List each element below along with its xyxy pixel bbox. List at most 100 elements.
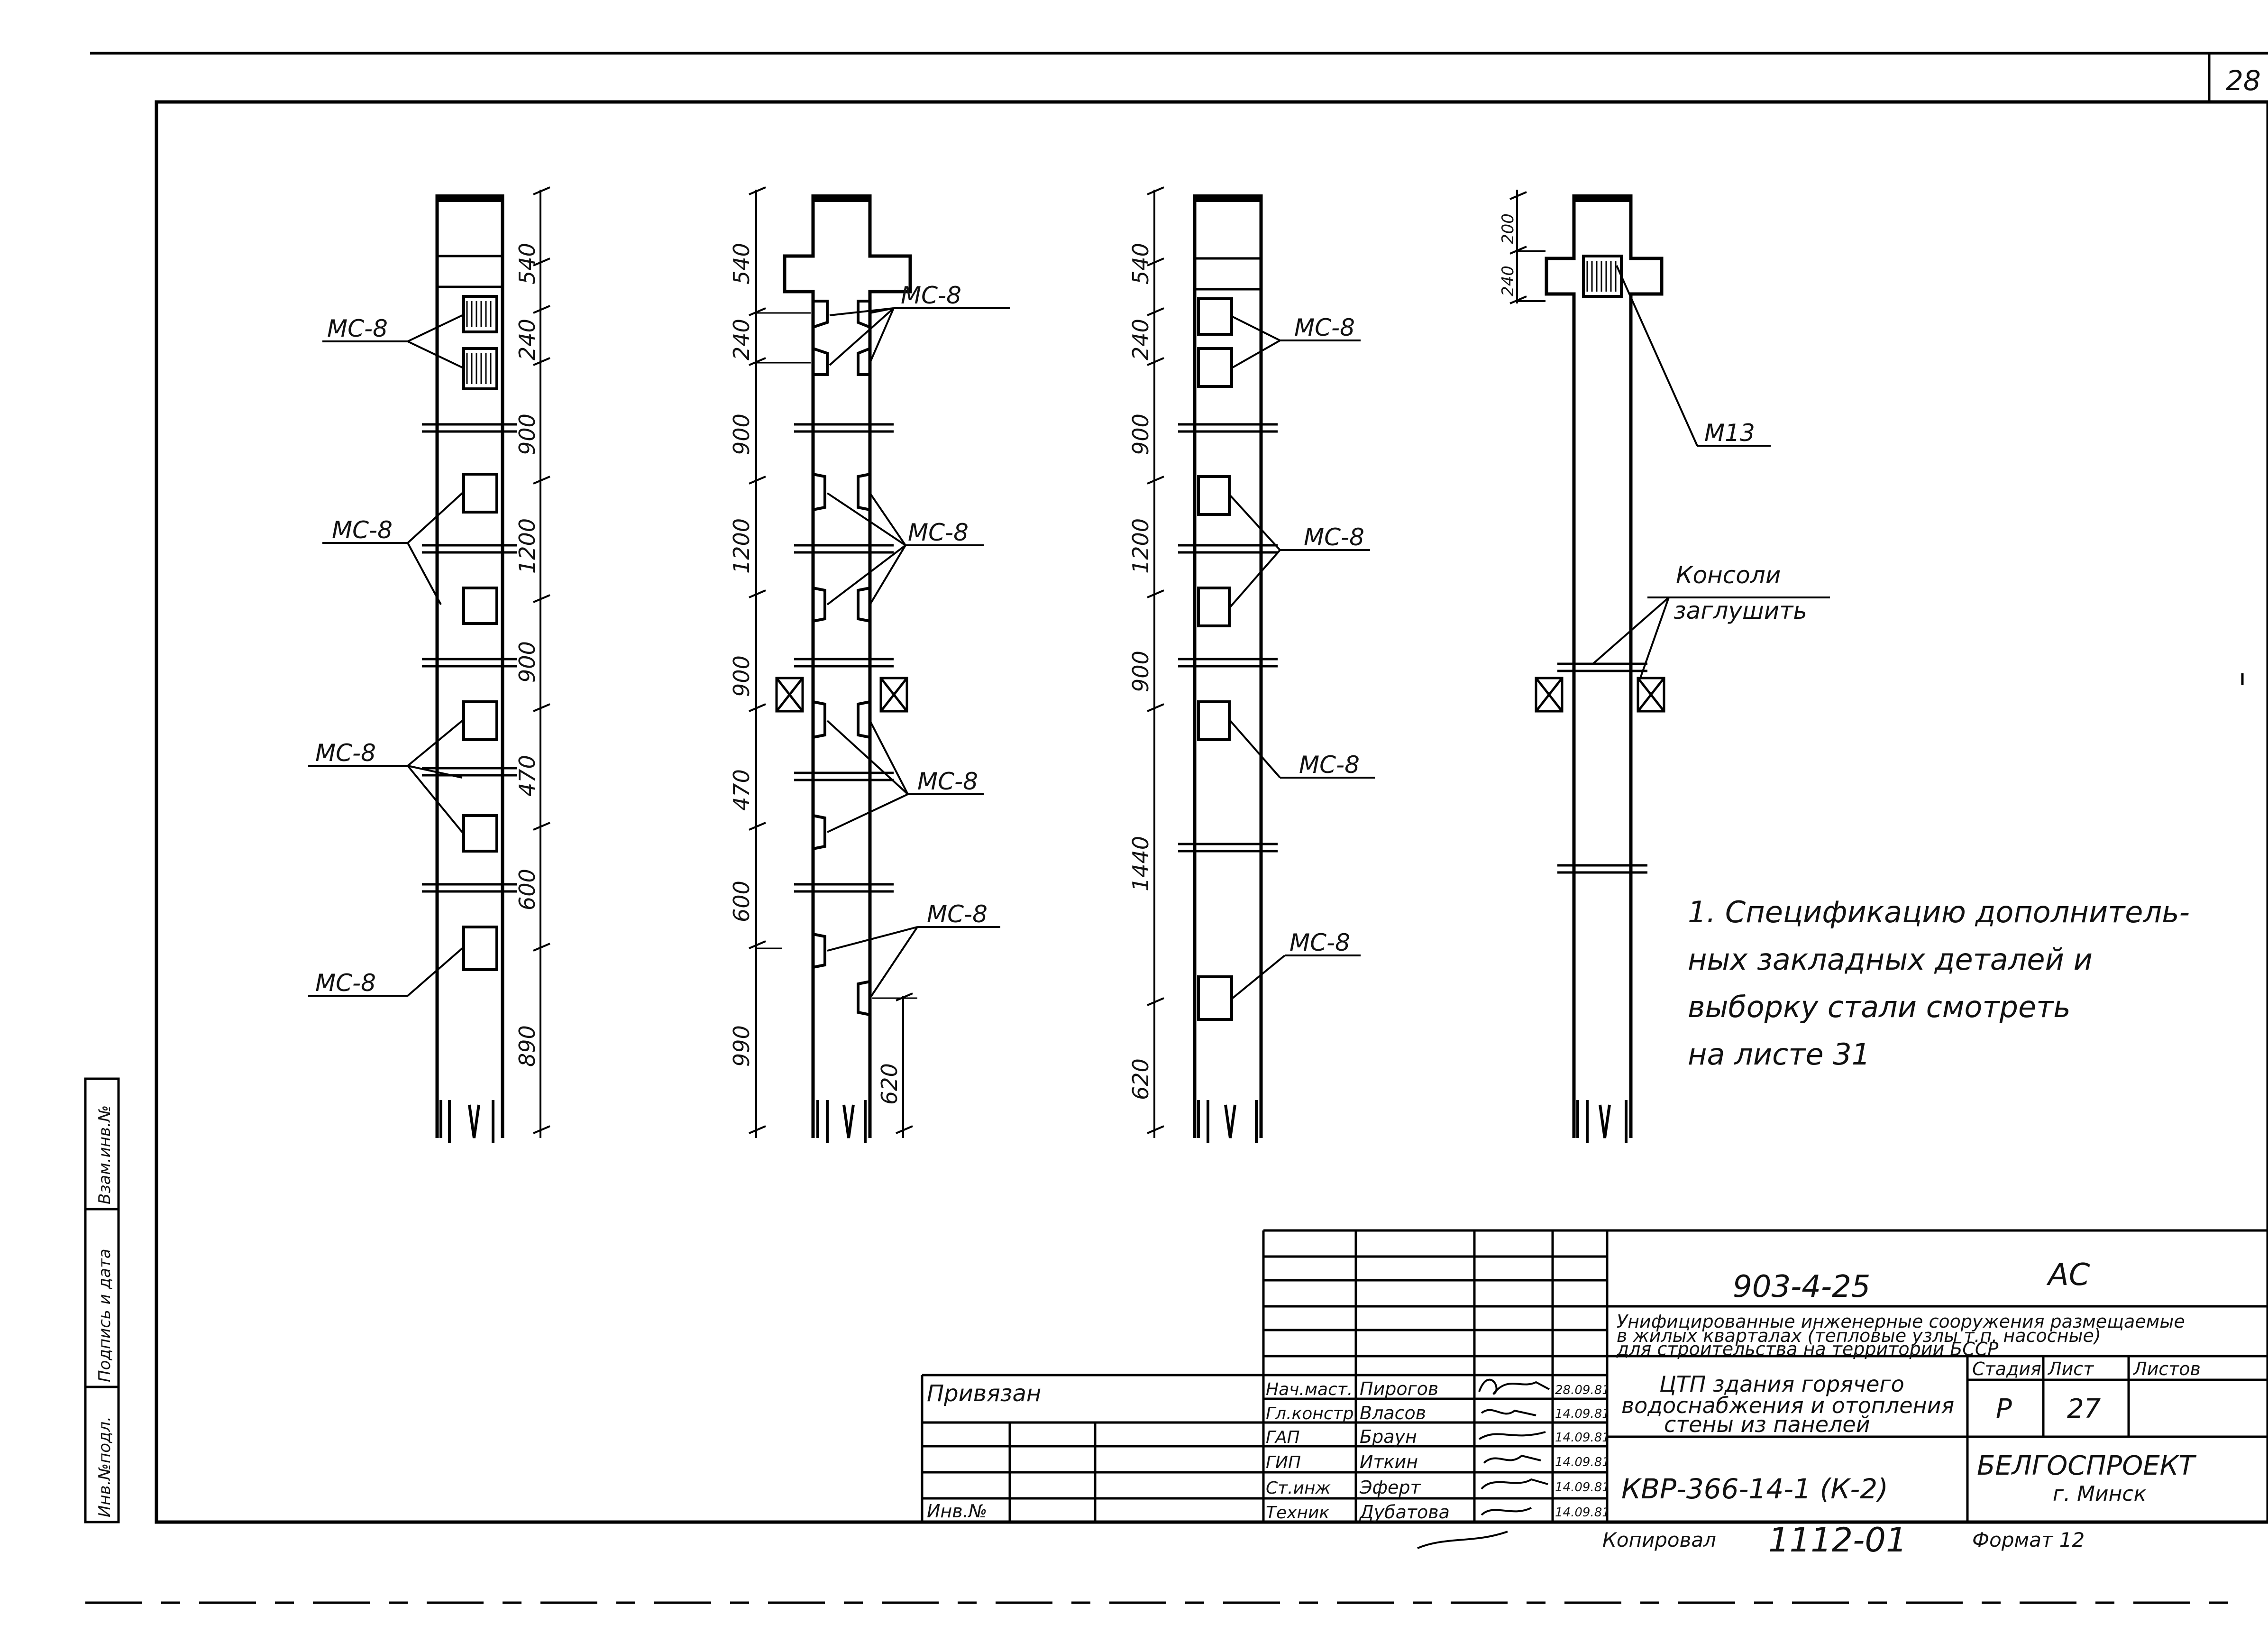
privyazan-label: Привязан bbox=[927, 1380, 1041, 1407]
column-4 bbox=[1509, 190, 1830, 1143]
signature-scribbles bbox=[1417, 1378, 1550, 1549]
person-name: Дубатова bbox=[1359, 1502, 1450, 1523]
column-1 bbox=[308, 186, 550, 1143]
embed-label: МС-8 bbox=[1299, 751, 1360, 779]
role-label: Гл.констр. bbox=[1266, 1404, 1359, 1423]
dim-label: 1200 bbox=[1128, 518, 1153, 574]
dim-label: 900 bbox=[514, 641, 540, 683]
embed-label: МС-8 bbox=[908, 519, 969, 546]
dim-label: 240 bbox=[729, 319, 754, 360]
consoles-note-line1: Консоли bbox=[1676, 561, 1781, 589]
embed-label: МС-8 bbox=[1294, 314, 1355, 341]
note-line: выборку стали смотреть bbox=[1688, 990, 2071, 1024]
sheet-value: 27 bbox=[2067, 1394, 2101, 1424]
title-block bbox=[921, 1229, 2268, 1522]
dim-label: 990 bbox=[729, 1025, 754, 1067]
dim-label: 900 bbox=[729, 655, 754, 697]
side-stamp-sign: Подпись и дата bbox=[95, 1248, 114, 1382]
sign-date: 14.09.81 bbox=[1555, 1455, 1610, 1469]
person-name: Пирогов bbox=[1360, 1378, 1438, 1399]
signature-names: Пирогов Власов Браун Иткин Эферт Дубатов… bbox=[1359, 1378, 1450, 1523]
embed-label: МС-8 bbox=[901, 282, 961, 309]
signature-roles: Нач.маст. Гл.констр. ГАП ГИП Ст.инж Техн… bbox=[1266, 1380, 1359, 1523]
note-line: 1. Спецификацию дополнитель- bbox=[1688, 895, 2190, 929]
column-3 bbox=[1147, 186, 1375, 1143]
m13-callout: М13 bbox=[1704, 419, 1755, 447]
sheet-title-line: стены из панелей bbox=[1664, 1412, 1870, 1437]
dim-label: 620 bbox=[1128, 1058, 1153, 1100]
copied-label: Копировал bbox=[1602, 1528, 1716, 1551]
embed-label: МС-8 bbox=[315, 969, 376, 997]
embed-label: МС-8 bbox=[927, 900, 988, 928]
sign-date: 14.09.81 bbox=[1555, 1505, 1610, 1520]
note-line: на листе 31 bbox=[1688, 1037, 1870, 1072]
column-1-dims: 540 240 900 1200 900 470 600 890 bbox=[514, 243, 540, 1067]
role-label: ГИП bbox=[1266, 1453, 1301, 1472]
embed-label: МС-8 bbox=[327, 315, 388, 342]
embed-plates bbox=[462, 295, 498, 971]
sheets-header: Листов bbox=[2132, 1358, 2201, 1379]
stage-header: Стадия bbox=[1972, 1358, 2041, 1379]
note-line: ных закладных деталей и bbox=[1688, 942, 2093, 977]
embed-label: МС-8 bbox=[315, 739, 376, 767]
role-label: ГАП bbox=[1266, 1428, 1300, 1447]
dim-label: 620 bbox=[877, 1063, 902, 1105]
drawing-frame bbox=[155, 100, 2268, 1524]
dim-label: 240 bbox=[1128, 319, 1153, 360]
dim-label: 240 bbox=[514, 319, 540, 360]
dim-label: 900 bbox=[729, 413, 754, 455]
person-name: Иткин bbox=[1360, 1451, 1418, 1472]
column-4-dims: 240 200 bbox=[1499, 213, 1518, 296]
dim-label: 900 bbox=[1128, 651, 1153, 692]
project-title-line: в жилых кварталах (тепловые узлы т.п. на… bbox=[1617, 1325, 2101, 1346]
sheet-title-line: водоснабжения и отопления bbox=[1621, 1393, 1954, 1418]
dim-label: 200 bbox=[1499, 213, 1518, 244]
project-title-line: для строительства на территории БССР bbox=[1616, 1339, 1998, 1359]
order-number: 1112-01 bbox=[1768, 1521, 1907, 1560]
dim-label: 540 bbox=[729, 243, 754, 285]
sign-date: 14.09.81 bbox=[1555, 1431, 1610, 1445]
section-code: АС bbox=[2046, 1257, 2090, 1293]
dim-label: 470 bbox=[514, 755, 540, 797]
dim-label: 600 bbox=[514, 869, 540, 910]
dim-label: 540 bbox=[514, 243, 540, 285]
side-stamp-inv: Инв.№подл. bbox=[95, 1416, 114, 1517]
column-2-dims: 540 240 900 1200 900 470 600 990 620 bbox=[729, 243, 902, 1105]
doc-code: КВР-366-14-1 (К-2) bbox=[1621, 1473, 1888, 1505]
dim-label: 1200 bbox=[729, 518, 754, 574]
dim-label: 1200 bbox=[514, 518, 540, 574]
person-name: Браун bbox=[1360, 1426, 1417, 1447]
dim-label: 600 bbox=[729, 881, 754, 922]
embed-label: МС-8 bbox=[332, 516, 393, 544]
signature-dates: 28.09.81 14.09.81 14.09.81 14.09.81 14.0… bbox=[1555, 1383, 1610, 1520]
dim-label: 470 bbox=[729, 769, 754, 811]
dim-label: 1440 bbox=[1128, 836, 1153, 891]
page-number: 28 bbox=[2226, 64, 2261, 97]
org-city: г. Минск bbox=[2053, 1482, 2147, 1506]
stage-value: Р bbox=[1996, 1394, 2012, 1424]
sign-date: 14.09.81 bbox=[1555, 1407, 1610, 1421]
sign-date: 14.09.81 bbox=[1555, 1480, 1610, 1495]
person-name: Эферт bbox=[1359, 1477, 1422, 1498]
consoles-note-line2: заглушить bbox=[1674, 597, 1807, 624]
dim-label: 900 bbox=[514, 413, 540, 455]
column-3-dims: 540 240 900 1200 900 1440 620 bbox=[1128, 243, 1153, 1100]
side-stamp-replace: Взам.инв.№ bbox=[95, 1105, 114, 1204]
sheet-header: Лист bbox=[2047, 1358, 2094, 1379]
project-title-line: Унифицированные инженерные сооружения ра… bbox=[1617, 1311, 2185, 1332]
dim-label: 540 bbox=[1128, 243, 1153, 285]
inv-no-label: Инв.№ bbox=[927, 1501, 987, 1522]
general-note: 1. Спецификацию дополнитель- ных закладн… bbox=[1688, 895, 2190, 1072]
side-stamp: Инв.№подл. Подпись и дата Взам.инв.№ bbox=[84, 1077, 120, 1524]
role-label: Ст.инж bbox=[1266, 1478, 1331, 1498]
column-2 bbox=[749, 186, 1010, 1143]
person-name: Власов bbox=[1360, 1403, 1426, 1423]
embed-label: МС-8 bbox=[1289, 929, 1350, 956]
project-code: 903-4-25 bbox=[1733, 1269, 1871, 1304]
embed-label: МС-8 bbox=[917, 768, 978, 795]
sheet-title-line: ЦТП здания горячего bbox=[1659, 1371, 1904, 1397]
role-label: Нач.маст. bbox=[1266, 1380, 1353, 1399]
dim-label: 900 bbox=[1128, 413, 1153, 455]
format-label: Формат 12 bbox=[1972, 1528, 2085, 1551]
